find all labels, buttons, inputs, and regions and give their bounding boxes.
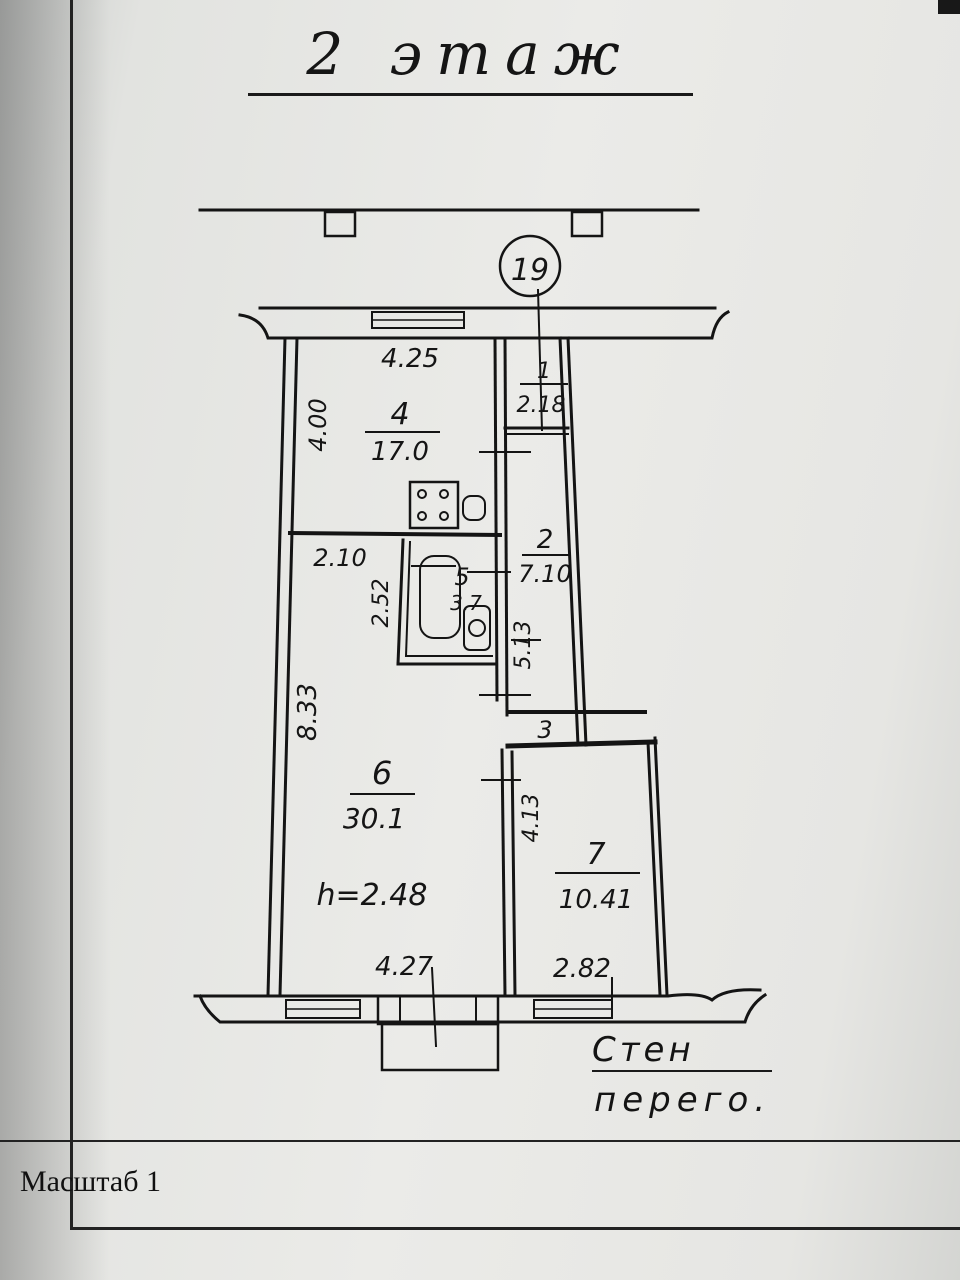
footer-divider [0, 1140, 960, 1142]
building-marker-label: 19 [511, 253, 549, 288]
left-wall-inner [278, 336, 299, 997]
room-1-area: 2.18 [517, 393, 566, 418]
legend-rule [592, 1070, 772, 1072]
room-2-area: 7.10 [518, 560, 571, 588]
top-exterior-wall [238, 309, 731, 340]
room-3-number: 3 [537, 716, 552, 744]
room-2-number: 2 [537, 525, 554, 555]
scale-label: Масштаб 1 [20, 1165, 161, 1198]
title-underline [248, 93, 693, 96]
stove [408, 480, 460, 530]
balcony [380, 1022, 500, 1072]
dim-corridor-length: 5.13 [511, 621, 536, 670]
neighbor-column-right [570, 210, 604, 238]
toilet [463, 605, 491, 651]
room-7-number: 7 [586, 837, 605, 872]
room-1-number: 1 [537, 359, 551, 384]
dim-bottom-left: 4.27 [375, 952, 433, 982]
dim-bath-height: 2.52 [369, 579, 394, 628]
building-marker-circle [498, 234, 562, 298]
room-6-area: 30.1 [343, 802, 405, 835]
room-5-area: 3.7 [450, 591, 482, 615]
legend-walls-label: Стен [592, 1030, 695, 1070]
legend: Стен перего. [582, 1030, 792, 1140]
room7-left-wall [500, 748, 507, 997]
drawing-frame [70, 0, 960, 1230]
bottom-exterior-wall [193, 988, 762, 1002]
partition-center-b [503, 336, 509, 717]
dim-room6-height: 8.33 [293, 683, 323, 741]
neighbor-column-left [323, 210, 357, 238]
page-shadow [0, 0, 110, 1280]
kitchen-bath-partition [287, 530, 503, 538]
dim-room7-depth: 4.13 [519, 794, 544, 843]
dim-room4-height: 4.00 [304, 398, 332, 451]
bathtub [419, 555, 461, 639]
room-7-area: 10.41 [559, 885, 633, 915]
dim-bath-width: 2.10 [313, 544, 366, 572]
room-6-number: 6 [372, 754, 392, 792]
balcony-door [376, 994, 500, 1026]
bath-left-wall [396, 538, 405, 666]
room-4-number: 4 [390, 397, 409, 432]
room7-right-wall [646, 740, 662, 997]
dim-top-width: 4.25 [381, 344, 439, 374]
room-5-number: 5 [454, 563, 469, 591]
partition-center-a [493, 336, 499, 702]
room-4-area: 17.0 [371, 437, 429, 467]
floor-title: 2 этаж [306, 20, 634, 88]
legend-partitions-label: перего. [594, 1080, 772, 1120]
sink [462, 495, 486, 521]
ceiling-height: h=2.48 [317, 878, 428, 913]
frame-corner-mark [938, 0, 960, 14]
dim-bottom-right: 2.82 [553, 954, 611, 984]
left-wall-outer [266, 336, 287, 997]
